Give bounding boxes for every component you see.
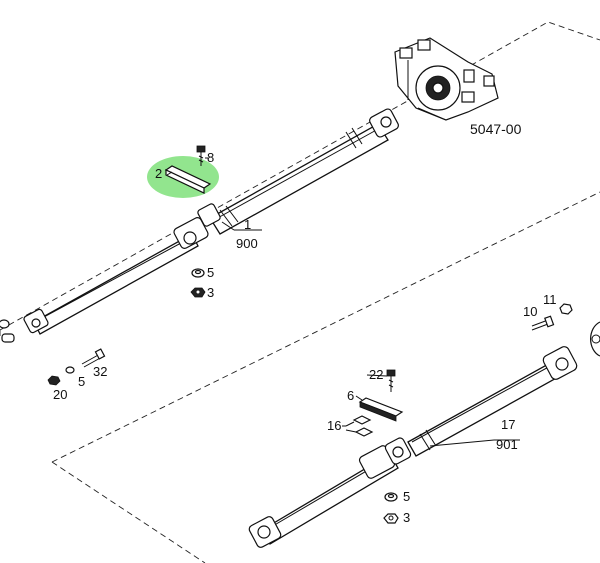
part-3-nut-lower[interactable] xyxy=(383,513,399,524)
group-label-5047-00: 5047-00 xyxy=(470,121,522,137)
part-5-washer-lower[interactable] xyxy=(384,492,398,502)
callout-5-lower: 5 xyxy=(403,489,410,504)
right-edge-part xyxy=(590,321,600,357)
part-3-nut-upper[interactable] xyxy=(190,287,206,298)
part-5-washer-left[interactable] xyxy=(65,366,75,374)
callout-22: 22 xyxy=(369,367,383,382)
callout-1-sub: 900 xyxy=(236,236,258,251)
part-6-plate[interactable] xyxy=(358,397,404,422)
callout-17-sub: 901 xyxy=(496,437,518,452)
callout-1: 1 xyxy=(244,217,251,232)
callout-6: 6 xyxy=(347,388,354,403)
callout-10: 10 xyxy=(523,304,537,319)
part-11-nut[interactable] xyxy=(559,303,573,315)
part-2-plate[interactable] xyxy=(164,165,212,194)
upper-propeller-shaft[interactable] xyxy=(23,108,400,335)
callout-labels: 5047-00 1 900 2 3 3 5 5 5 6 8 10 11 16 1… xyxy=(53,121,557,525)
callout-5-left: 5 xyxy=(78,374,85,389)
part-22-bolt[interactable] xyxy=(386,369,396,392)
callout-3-upper: 3 xyxy=(207,285,214,300)
callout-20: 20 xyxy=(53,387,67,402)
part-32-bolt[interactable] xyxy=(81,348,106,368)
callout-3-lower: 3 xyxy=(403,510,410,525)
part-10-bolt[interactable] xyxy=(531,315,555,331)
callout-16: 16 xyxy=(327,418,341,433)
part-20-nut[interactable] xyxy=(47,375,61,386)
left-small-parts[interactable] xyxy=(0,319,15,343)
part-5-washer-upper[interactable] xyxy=(191,268,205,278)
part-16-shims[interactable] xyxy=(345,415,374,437)
callout-5-upper: 5 xyxy=(207,265,214,280)
leader-lines xyxy=(166,157,520,447)
frame-outline xyxy=(0,21,600,563)
differential-housing[interactable] xyxy=(394,37,499,121)
callout-32: 32 xyxy=(93,364,107,379)
lower-propeller-shaft[interactable] xyxy=(248,345,579,549)
callout-11: 11 xyxy=(543,292,557,307)
part-8-bolt[interactable] xyxy=(196,145,206,166)
callout-8: 8 xyxy=(207,150,214,165)
callout-2: 2 xyxy=(155,166,162,181)
callout-17: 17 xyxy=(501,417,515,432)
